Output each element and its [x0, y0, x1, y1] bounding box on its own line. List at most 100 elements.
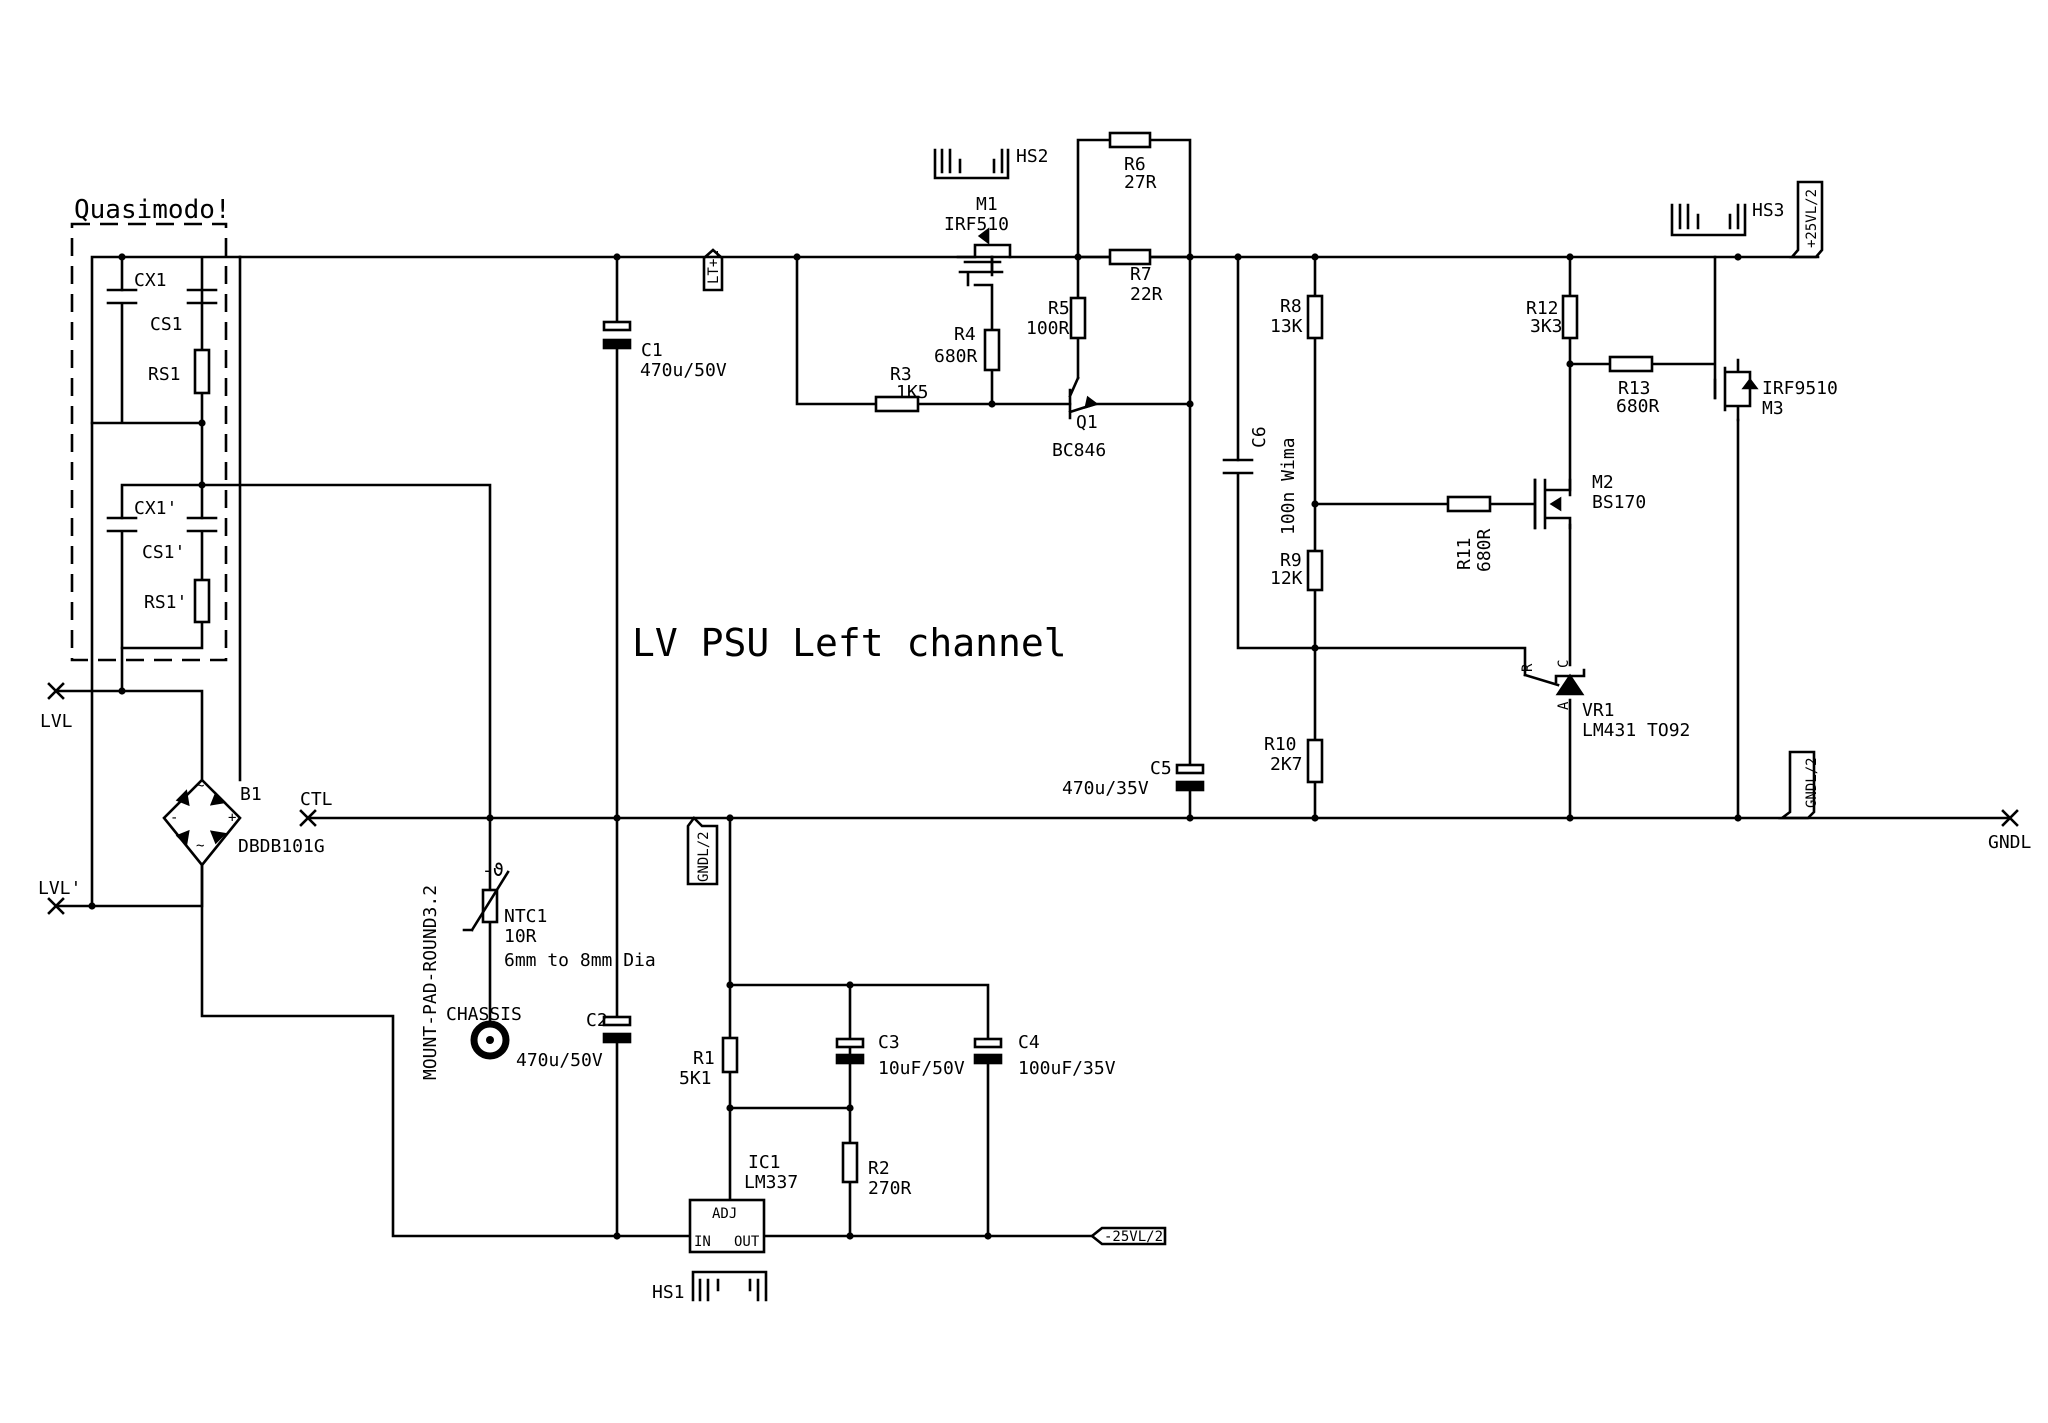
r6-label: R6 — [1124, 154, 1146, 175]
r4-label: R4 — [954, 324, 976, 345]
r6-value: 27R — [1124, 172, 1157, 193]
chassis-label: CHASSIS — [446, 1004, 522, 1025]
r7-value: 22R — [1130, 284, 1163, 305]
rs1b-body — [193, 578, 211, 624]
r6-body — [1108, 131, 1152, 149]
r10-body — [1306, 738, 1324, 784]
r1-value: 5K1 — [679, 1068, 712, 1089]
ntc1-label: NTC1 — [504, 906, 547, 927]
m1-mosfet — [956, 227, 1012, 287]
ctl-port-label: CTL — [300, 789, 333, 810]
c6-symbol — [1222, 458, 1254, 475]
r3-body — [874, 395, 920, 413]
c6-label: C6 — [1249, 426, 1270, 448]
r13-body — [1608, 355, 1654, 373]
svg-text:+: + — [228, 810, 236, 826]
b1-bridge: - + ~ ~ — [162, 778, 242, 868]
c1-label: C1 — [641, 340, 663, 361]
ntc1-note: 6mm to 8mm Dia — [504, 950, 656, 971]
rs1-label: RS1 — [148, 364, 181, 385]
r12-body — [1561, 294, 1579, 340]
m2-label: M2 — [1592, 472, 1614, 493]
cs1b-symbol — [186, 516, 218, 533]
r8-body — [1306, 294, 1324, 340]
hs2-label: HS2 — [1016, 146, 1049, 167]
vr1-value: LM431 TO92 — [1582, 720, 1690, 741]
c5-value: 470u/35V — [1062, 778, 1149, 799]
r11-body — [1446, 495, 1492, 513]
ic1-pin-adj: ADJ — [712, 1206, 737, 1222]
lvlb-port-label: LVL' — [38, 878, 81, 899]
m3-value: IRF9510 — [1762, 378, 1838, 399]
lt-l-flag-label: LT+L — [706, 250, 722, 284]
rs1-body — [193, 348, 211, 395]
c2-label: C2 — [586, 1010, 608, 1031]
r7-label: R7 — [1130, 264, 1152, 285]
q1-label: Q1 — [1076, 412, 1098, 433]
r2-value: 270R — [868, 1178, 912, 1199]
vr1-pin-r: R — [1520, 663, 1536, 672]
b1-label: B1 — [240, 784, 262, 805]
port-crosses — [47, 682, 2019, 915]
ic1-pin-out: OUT — [734, 1234, 760, 1250]
svg-text:-: - — [170, 810, 178, 826]
cs1b-label: CS1' — [142, 542, 185, 563]
ic1-label: IC1 — [748, 1152, 781, 1173]
ic1-regulator — [688, 1198, 766, 1254]
quasimodo-box — [70, 222, 228, 662]
ntc1-thermistor — [462, 870, 510, 932]
c5-label: C5 — [1150, 758, 1172, 779]
ntc1-symbol-label: -ϑ — [482, 860, 504, 881]
c2-value: 470u/50V — [516, 1050, 603, 1071]
hs1-label: HS1 — [652, 1282, 685, 1303]
wires — [54, 138, 2012, 1238]
r3-label: R3 — [890, 364, 912, 385]
r10-value: 2K7 — [1270, 754, 1303, 775]
gndl-port-label: GNDL — [1988, 832, 2032, 853]
q1-value: BC846 — [1052, 440, 1106, 461]
m3-label: M3 — [1762, 398, 1784, 419]
r13-label: R13 — [1618, 378, 1651, 399]
cs1-symbol — [186, 288, 218, 305]
m2-value: BS170 — [1592, 492, 1646, 513]
vr1-pin-c: C — [1556, 660, 1572, 668]
vr1-reference — [1523, 668, 1586, 696]
q1-transistor — [1068, 376, 1099, 420]
schematic-title: LV PSU Left channel — [632, 621, 1067, 665]
r8-value: 13K — [1270, 316, 1303, 337]
r1-body — [721, 1036, 739, 1074]
c3-symbol — [835, 1037, 865, 1065]
r8-label: R8 — [1280, 296, 1302, 317]
ic1-value: LM337 — [744, 1172, 798, 1193]
m1-value: IRF510 — [944, 214, 1009, 235]
c5-symbol — [1175, 763, 1205, 792]
junctions — [88, 253, 1742, 1240]
gndl2-flag-b-label: GNDL/2 — [1804, 757, 1820, 808]
r2-body — [841, 1141, 859, 1184]
heatsinks — [691, 148, 1747, 1302]
ic1-pin-in: IN — [694, 1234, 711, 1250]
r5-label: R5 — [1048, 298, 1070, 319]
cx1-label: CX1 — [134, 270, 167, 291]
net-flags — [686, 180, 1824, 1246]
quasimodo-label: Quasimodo! — [74, 195, 231, 225]
c4-label: C4 — [1018, 1032, 1040, 1053]
c4-value: 100uF/35V — [1018, 1058, 1116, 1079]
ntc1-value: 10R — [504, 926, 537, 947]
r4-body — [983, 328, 1001, 372]
cs1-label: CS1 — [150, 314, 183, 335]
r13-value: 680R — [1616, 396, 1660, 417]
r9-body — [1306, 549, 1324, 592]
m1-label: M1 — [976, 194, 998, 215]
svg-text:~: ~ — [196, 838, 204, 854]
rs1b-label: RS1' — [144, 592, 187, 613]
r11-value: 680R — [1474, 528, 1495, 572]
c4-symbol — [973, 1037, 1003, 1065]
hs3-label: HS3 — [1752, 200, 1785, 221]
svg-text:~: ~ — [196, 778, 204, 794]
n25-flag-label: -25VL/2 — [1104, 1229, 1163, 1245]
r9-value: 12K — [1270, 568, 1303, 589]
vr1-label: VR1 — [1582, 700, 1615, 721]
r2-label: R2 — [868, 1158, 890, 1179]
